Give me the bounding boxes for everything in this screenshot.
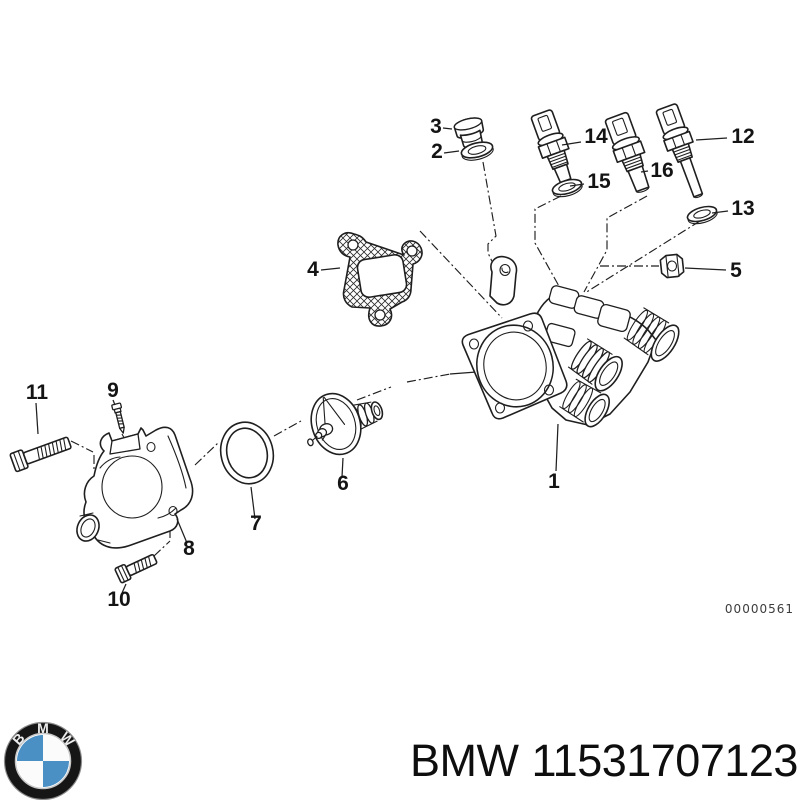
bmw-logo-letter-m: M (37, 720, 49, 736)
bmw-quadrant-top-right (43, 735, 69, 761)
callout-13: 13 (731, 197, 754, 220)
gasket (337, 231, 423, 327)
temperature-sensor-14 (530, 109, 572, 184)
callout-8: 8 (183, 537, 195, 560)
bmw-quadrant-bottom-left (17, 761, 43, 787)
bmw-quadrant-top-left (17, 735, 43, 761)
callout-numbers: 1 2 3 4 5 6 7 8 9 10 11 12 13 14 15 16 (26, 115, 755, 611)
callout-14: 14 (584, 125, 608, 148)
callout-7: 7 (250, 512, 262, 535)
callout-6: 6 (337, 472, 349, 495)
sealing-washer-15 (551, 178, 583, 198)
callout-3: 3 (430, 115, 442, 138)
brand-text: BMW (410, 735, 520, 786)
temperature-sensor-16 (604, 111, 650, 193)
hex-nut (659, 253, 685, 279)
housing-mounting-ear (489, 255, 518, 306)
callout-1: 1 (548, 470, 560, 493)
gasket-opening (356, 253, 408, 299)
thermostat-cover (76, 426, 194, 549)
callout-11: 11 (26, 381, 49, 404)
callout-2: 2 (431, 140, 443, 163)
drawing-number: 00000561 (725, 602, 794, 616)
thermostat-housing (461, 255, 680, 428)
callout-9: 9 (107, 379, 119, 402)
leader-lines (35, 127, 729, 594)
sealing-washer-13 (686, 205, 718, 225)
callout-5: 5 (730, 259, 742, 282)
callout-4: 4 (307, 258, 319, 281)
vent-screw (111, 402, 125, 434)
hose-connector-bottom (559, 378, 611, 428)
bmw-quadrant-bottom-right (43, 761, 69, 787)
callout-12: 12 (731, 125, 754, 148)
part-number-value: 11531707123 (531, 735, 797, 786)
bmw-logo: B M W (3, 720, 83, 800)
callout-10: 10 (107, 588, 130, 611)
housing-top-pads (544, 285, 631, 348)
o-ring (219, 421, 275, 485)
callout-16: 16 (650, 159, 673, 182)
hose-connector-top (623, 307, 680, 362)
temperature-sensor-12 (655, 103, 704, 199)
callout-15: 15 (587, 170, 611, 193)
flange-bolt-11 (9, 436, 72, 473)
sealing-washer-2 (460, 141, 494, 161)
screw-plug (453, 117, 485, 149)
housing-flange (461, 312, 568, 420)
hose-connector-middle (567, 338, 623, 392)
thermostat (307, 392, 384, 456)
exploded-parts-drawing: 1 2 3 4 5 6 7 8 9 10 11 12 13 14 15 16 0… (9, 103, 794, 616)
cover-bolt-10 (114, 553, 158, 584)
